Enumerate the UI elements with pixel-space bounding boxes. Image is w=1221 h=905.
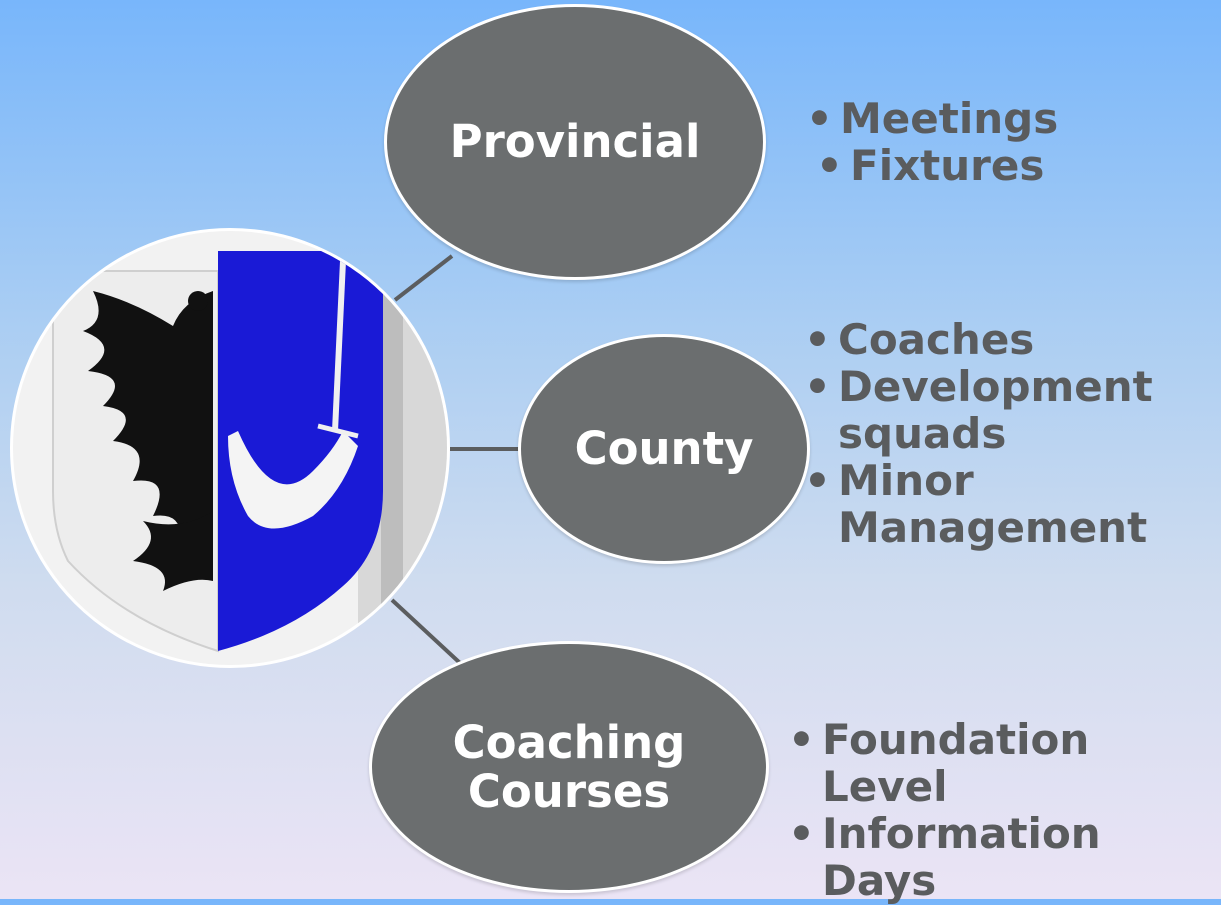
bullet-item: Meetings [806,95,1058,142]
coaching-bullet-list: Foundation Level Information Days [788,716,1221,904]
bullet-item: Information Days [788,810,1221,904]
bullet-item: Minor Management [804,457,1147,551]
bullet-item: Fixtures [816,142,1058,189]
connector-coaching [390,598,462,665]
bullet-item: Development squads [804,363,1153,457]
bullet-item: Foundation Level [788,716,1221,810]
provincial-bullet-list: Meetings Fixtures [806,95,1058,189]
node-provincial-label: Provincial [449,115,701,169]
node-coaching-label-line2: Courses [467,765,671,818]
crest-eagle-sword-icon [13,231,447,665]
node-coaching-label-line1: Coaching [452,715,686,769]
node-county-label: County [574,422,754,476]
county-bullet-list: Coaches Development squads Minor Managem… [804,316,1153,551]
node-county: County [518,334,810,564]
node-coaching-courses: Coaching Courses [369,641,769,893]
crest-image [10,228,450,668]
connector-provincial [393,254,454,302]
bullet-item: Coaches [804,316,1144,363]
node-provincial: Provincial [384,4,766,280]
